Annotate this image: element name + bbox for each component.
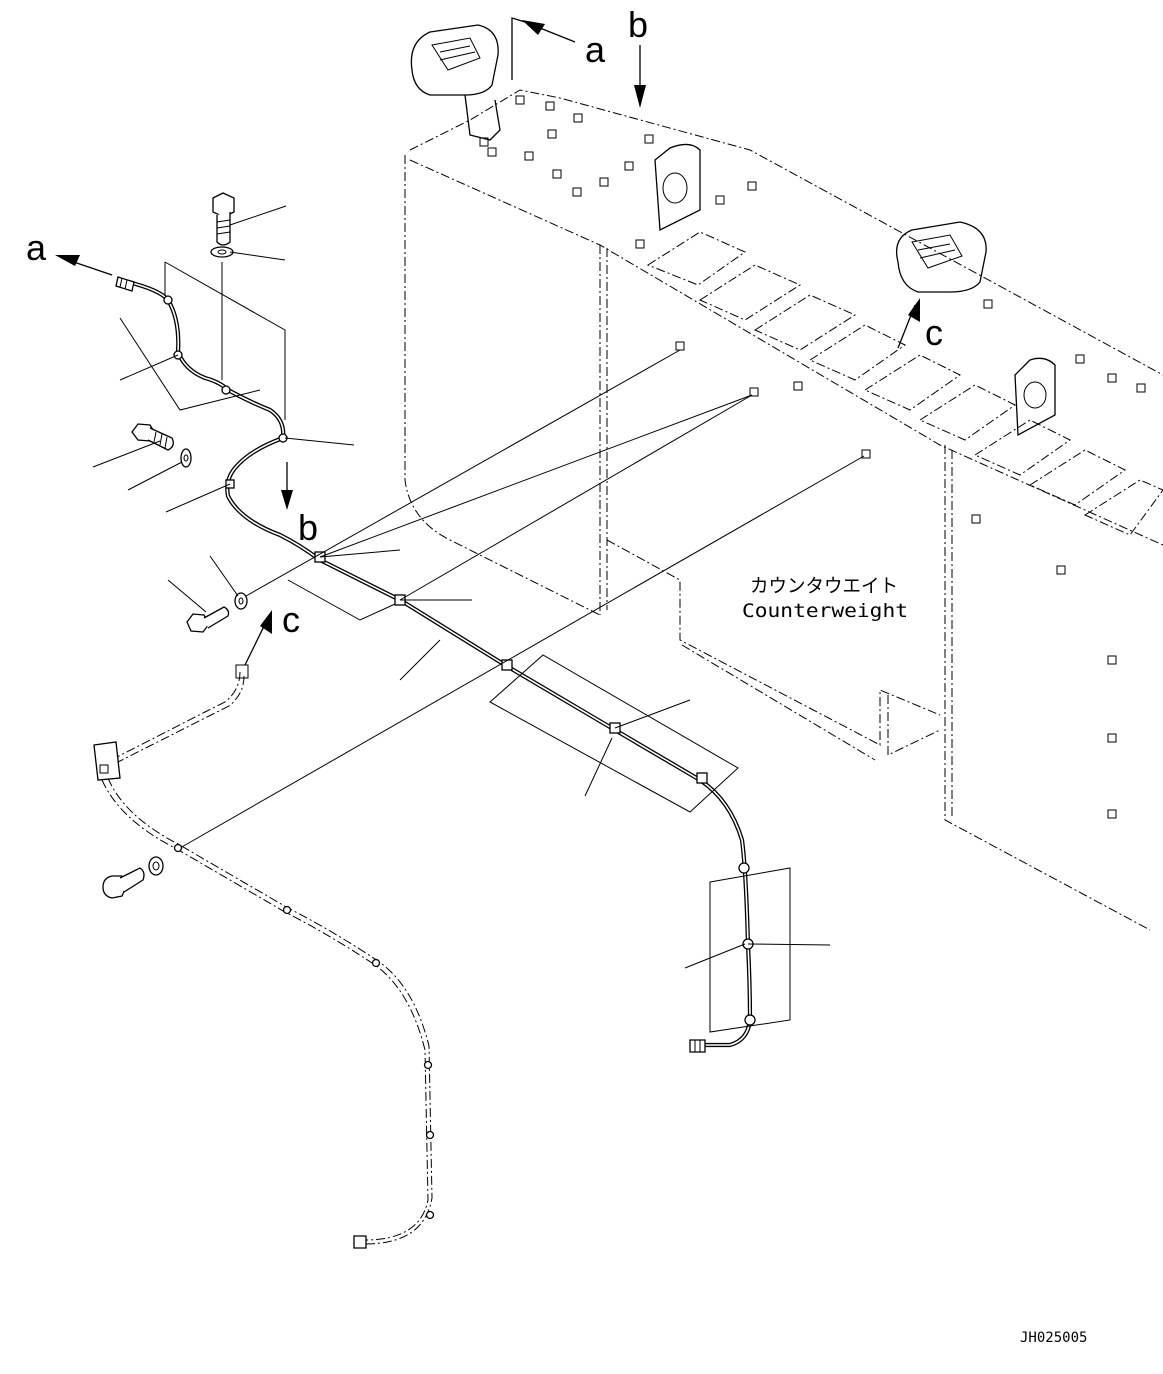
bolt-3 [186,606,230,633]
arrow-c-mid [244,610,272,666]
washer-3 [234,592,248,610]
label-a-left: a [26,227,47,268]
main-wire-harness [125,279,753,1048]
washer-2 [180,448,192,468]
arrow-c-right [897,298,920,349]
washer-4 [148,856,164,876]
leader-lines [92,205,865,969]
rear-lamp-right [895,221,987,293]
arrow-b-top [634,45,646,108]
arrow-b-mid [281,462,293,510]
secondary-harness [93,664,435,1249]
bolt-4 [102,867,145,899]
washer-1 [210,246,234,258]
lifting-eye-1 [654,143,701,232]
detail-frames [119,261,791,1033]
arrow-a-left [55,255,113,276]
connector-left-end [115,276,135,292]
arrow-a-top [511,17,576,80]
lifting-eye-2 [1014,357,1056,437]
harness-clamps [163,295,756,1026]
counterweight-body [404,89,1163,931]
drawing-code: JH025005 [1020,1330,1087,1346]
top-plates [646,231,1163,536]
label-c-mid: c [282,599,300,640]
counterweight-bolts [479,95,1146,819]
bolt-1 [212,192,235,246]
label-c-right: c [925,312,943,353]
counterweight-label-en: Counterweight [742,600,908,622]
bolt-2 [131,423,174,451]
label-b-mid: b [298,507,318,548]
counterweight-label-ja: カウンタウエイト [750,575,898,597]
rear-lamp-top [410,24,501,141]
label-a-top: a [585,29,606,70]
connector-right-end [689,1039,706,1053]
label-b-top: b [628,4,648,45]
